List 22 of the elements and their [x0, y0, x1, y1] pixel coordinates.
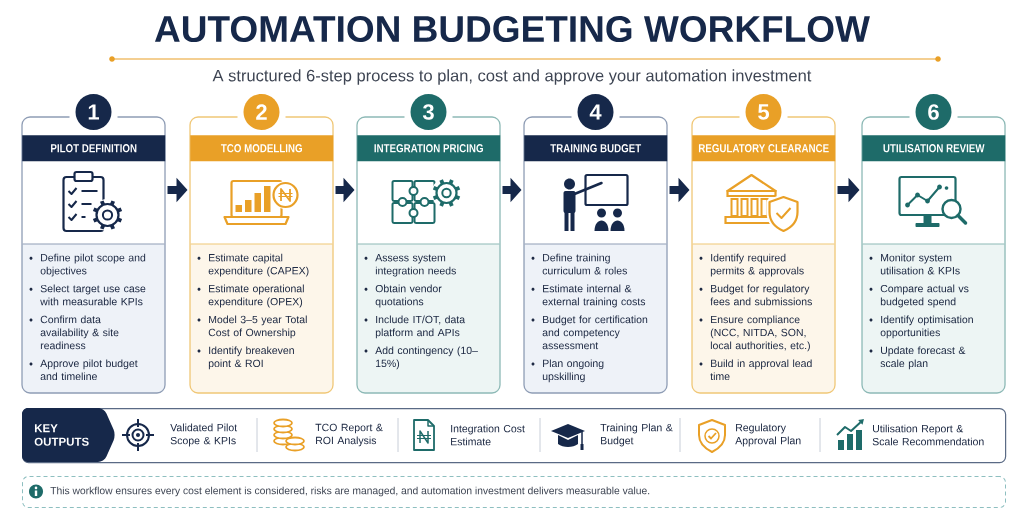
card-header: INTEGRATION PRICING	[357, 135, 501, 162]
step-number: 6	[915, 94, 952, 130]
output-label: Training Plan & Budget	[600, 423, 673, 447]
title: AUTOMATION BUDGETING WORKFLOW	[154, 15, 870, 43]
output-heading: KEY OUTPUTS	[22, 408, 115, 462]
output-label: Integration Cost Estimate	[451, 424, 525, 446]
step-number: 1	[75, 94, 112, 130]
subtitle: A structured 6-step process to plan, cost and approve your automation investment	[212, 69, 812, 85]
note-box: This workflow ensures every cost element is considered, risks are managed, and automation investment delivers measurable value.	[22, 476, 1006, 508]
step-number: 3	[410, 94, 447, 130]
output-label: Regulatory Approval Plan	[735, 423, 801, 447]
output-label: Utilisation Report & Scale Recommendation	[872, 424, 984, 446]
output-label: TCO Report & ROI Analysis	[315, 423, 383, 447]
step-number: 5	[745, 94, 782, 130]
card-header: TCO MODELLING	[190, 135, 334, 162]
step-number: 2	[243, 94, 280, 130]
output-label: Validated Pilot Scope & KPIs	[170, 423, 238, 447]
card-header: REGULATORY CLEARANCE	[692, 135, 836, 162]
step-number: 4	[577, 94, 614, 130]
card-header: UTILISATION REVIEW	[862, 135, 1006, 162]
card-header: PILOT DEFINITION	[22, 135, 166, 162]
card-header: TRAINING BUDGET	[524, 135, 668, 162]
